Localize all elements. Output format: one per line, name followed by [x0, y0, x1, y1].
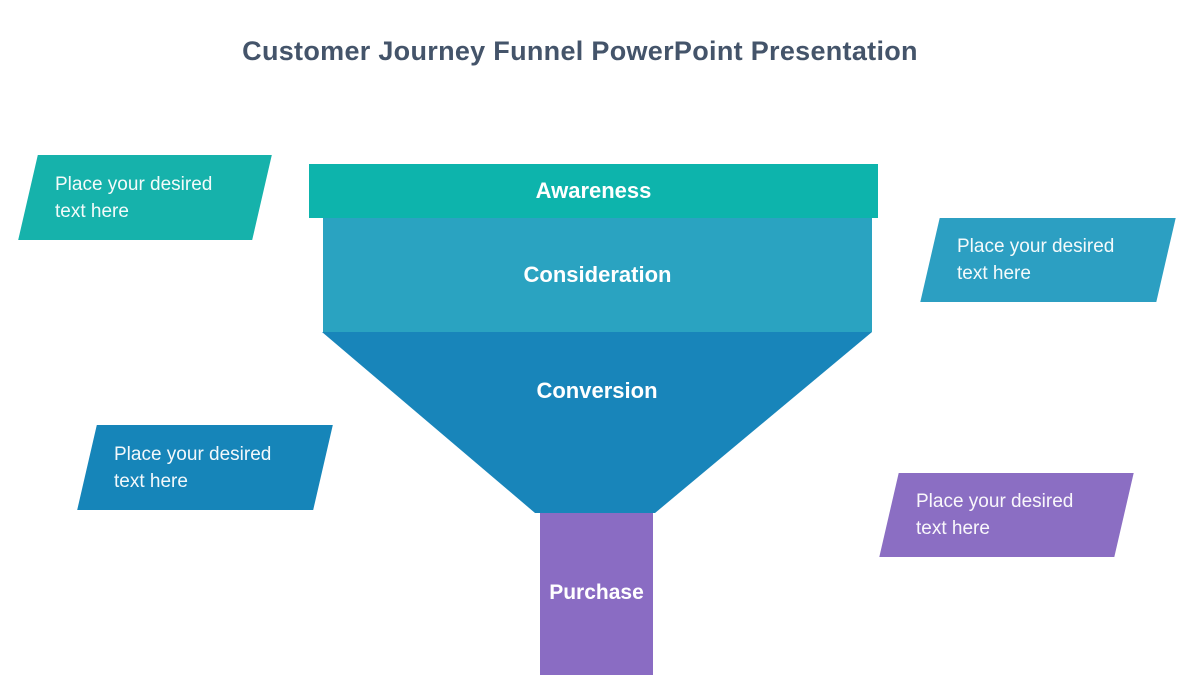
callout-text-line2: text here — [916, 518, 990, 539]
callout-tag-middle-right-text: Place your desired text here — [930, 218, 1166, 302]
callout-text-line1: Place your desired — [55, 173, 213, 195]
callout-tag-middle-right: Place your desired text here — [920, 218, 1176, 302]
funnel-stage-awareness: Awareness — [309, 164, 878, 218]
slide-title: Customer Journey Funnel PowerPoint Prese… — [242, 36, 918, 66]
funnel-stage-purchase-label: Purchase — [549, 581, 644, 604]
callout-text-line2: text here — [114, 470, 188, 492]
callout-tag-top-left-text: Place your desired text here — [28, 155, 262, 240]
funnel-stage-consideration: Consideration — [323, 218, 872, 332]
callout-tag-bottom-right: Place your desired text here — [879, 473, 1134, 557]
callout-tag-top-left: Place your desired text here — [18, 155, 272, 240]
callout-text-line1: Place your desired — [957, 236, 1115, 257]
callout-tag-bottom-right-text: Place your desired text here — [889, 473, 1124, 557]
callout-text-line2: text here — [957, 263, 1031, 284]
callout-text-line1: Place your desired — [916, 491, 1074, 512]
callout-text-line1: Place your desired — [114, 443, 272, 465]
funnel-stage-conversion: Conversion — [322, 332, 872, 513]
callout-text-line2: text here — [55, 200, 129, 222]
callout-tag-bottom-left-text: Place your desired text here — [87, 425, 323, 510]
funnel-stage-conversion-label: Conversion — [536, 378, 658, 403]
funnel-stage-consideration-label: Consideration — [523, 262, 672, 287]
callout-tag-bottom-left: Place your desired text here — [77, 425, 333, 510]
funnel-stage-purchase: Purchase — [540, 513, 653, 675]
funnel-stage-awareness-label: Awareness — [535, 178, 652, 203]
